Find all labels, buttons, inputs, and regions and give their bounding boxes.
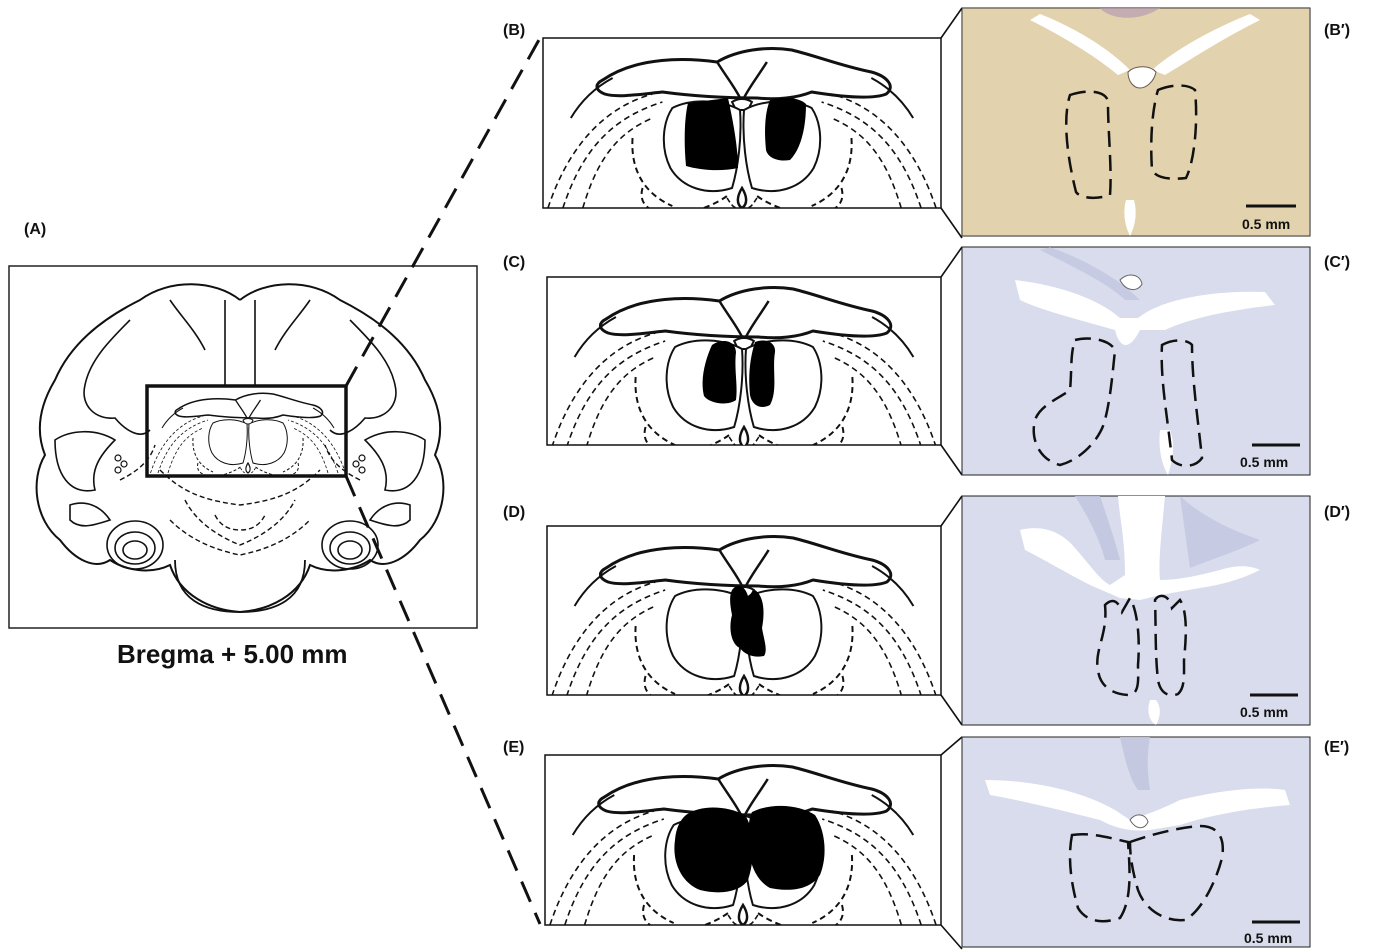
bregma-caption: Bregma + 5.00 mm	[117, 639, 348, 669]
lesion-mark-e-right	[748, 806, 825, 890]
lesion-mark-c-right	[749, 340, 775, 406]
overview-brain-panel	[9, 266, 477, 628]
schematic-panel-b	[543, 38, 941, 214]
histology-panel-b-prime: 0.5 mm	[962, 8, 1310, 236]
schematic-panel-d	[547, 526, 941, 702]
panel-label-e-prime: (E′)	[1324, 739, 1349, 756]
scale-label-b: 0.5 mm	[1242, 216, 1290, 232]
scale-label-d: 0.5 mm	[1240, 704, 1288, 720]
panel-label-d-prime: (D′)	[1324, 504, 1350, 521]
connector-b	[941, 8, 962, 238]
panel-label-c: (C)	[503, 254, 525, 271]
panel-label-e: (E)	[503, 739, 524, 756]
connector-d	[941, 496, 962, 725]
schematic-panel-e	[545, 755, 941, 931]
panel-label-d: (D)	[503, 504, 525, 521]
connector-c	[941, 247, 962, 475]
histology-panel-e-prime: 0.5 mm	[962, 737, 1310, 947]
schematic-panel-c	[547, 277, 941, 453]
panel-label-a: (A)	[24, 221, 46, 238]
panel-label-b-prime: (B′)	[1324, 22, 1350, 39]
histology-panel-d-prime: 0.5 mm	[962, 496, 1310, 725]
connector-e	[941, 737, 962, 949]
lesion-mark-e-left	[674, 808, 753, 893]
scale-label-c: 0.5 mm	[1240, 454, 1288, 470]
histology-panel-c-prime: 0.5 mm	[962, 247, 1310, 475]
scale-label-e: 0.5 mm	[1244, 930, 1292, 946]
panel-label-c-prime: (C′)	[1324, 254, 1350, 271]
lesion-mark-b-left	[685, 98, 738, 170]
panel-label-b: (B)	[503, 22, 525, 39]
